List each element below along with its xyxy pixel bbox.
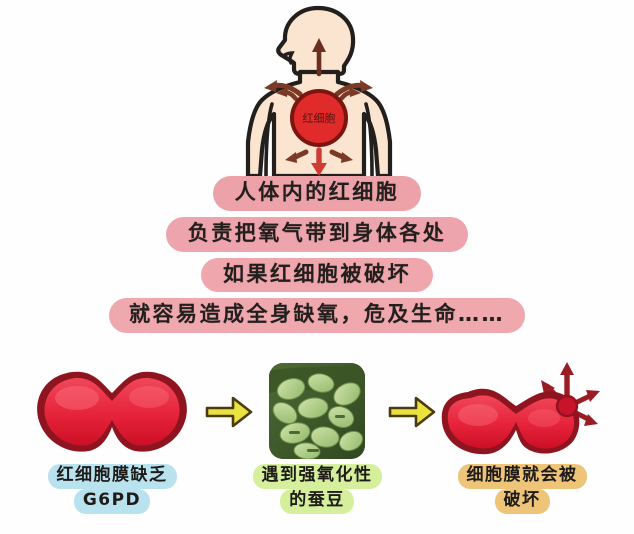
step-ruptured-cell: 细胞膜就会被 破坏 — [432, 360, 612, 534]
process-steps-row: 红细胞膜缺乏 G6PD — [0, 360, 634, 534]
red-blood-cell-normal-icon — [37, 371, 187, 452]
right-arm-inner-line — [364, 102, 374, 178]
upper-left-arrow-icon — [264, 80, 303, 97]
step-2-caption: 遇到强氧化性 的蚕豆 — [251, 462, 384, 516]
arrow-right-icon — [205, 396, 253, 428]
step-fava-beans: 遇到强氧化性 的蚕豆 — [227, 360, 407, 534]
red-cell-mass-label: 红细胞 — [303, 112, 336, 125]
fava-beans-photo — [269, 363, 365, 459]
step-3-caption: 细胞膜就会被 破坏 — [456, 462, 589, 516]
lower-center-down-arrow-icon — [311, 147, 327, 176]
step-1-caption-line-1: 红细胞膜缺乏 — [47, 464, 177, 489]
step-2-caption-line-2: 的蚕豆 — [280, 488, 354, 514]
step-3-artwork — [432, 360, 612, 462]
arrow-right-icon — [388, 396, 436, 428]
step-1-caption: 红细胞膜缺乏 G6PD — [46, 462, 179, 516]
step-1-caption-line-2: G6PD — [73, 488, 151, 514]
head-shape — [276, 5, 356, 77]
upper-right-arrow-2-icon — [338, 87, 361, 102]
step-2-artwork — [227, 360, 407, 462]
connector-arrow-2 — [386, 386, 438, 438]
statement-banner-stack: 人体内的红细胞 负责把氧气带到身体各处 如果红细胞被破坏 就容易造成全身缺氧，危… — [0, 176, 634, 334]
statement-banner-3: 如果红细胞被破坏 — [201, 257, 433, 293]
upper-left-arrow-2-icon — [276, 87, 299, 102]
red-cell-mass — [290, 89, 348, 147]
step-normal-cell: 红细胞膜缺乏 G6PD — [22, 360, 202, 534]
step-3-caption-line-2: 破坏 — [494, 488, 550, 514]
left-arm-inner-line — [264, 102, 274, 178]
neck-up-arrow-icon — [312, 38, 326, 77]
human-body-figure: 红细胞 — [0, 0, 634, 180]
upper-right-arrow-icon — [334, 80, 373, 97]
lower-right-arrow-icon — [329, 149, 353, 163]
statement-banner-1: 人体内的红细胞 — [212, 176, 422, 211]
statement-banner-4: 就容易造成全身缺氧，危及生命…… — [109, 298, 525, 334]
step-3-caption-line-1: 细胞膜就会被 — [457, 464, 587, 489]
red-blood-cell-bursting-icon — [441, 362, 600, 455]
step-2-caption-line-1: 遇到强氧化性 — [252, 464, 382, 489]
connector-arrow-1 — [203, 386, 255, 438]
lower-left-arrow-icon — [285, 149, 309, 163]
statement-banner-2: 负责把氧气带到身体各处 — [165, 216, 469, 252]
body-diagram-svg: 红细胞 — [245, 5, 393, 179]
face-profile-notch — [281, 51, 295, 65]
step-1-artwork — [22, 360, 202, 462]
